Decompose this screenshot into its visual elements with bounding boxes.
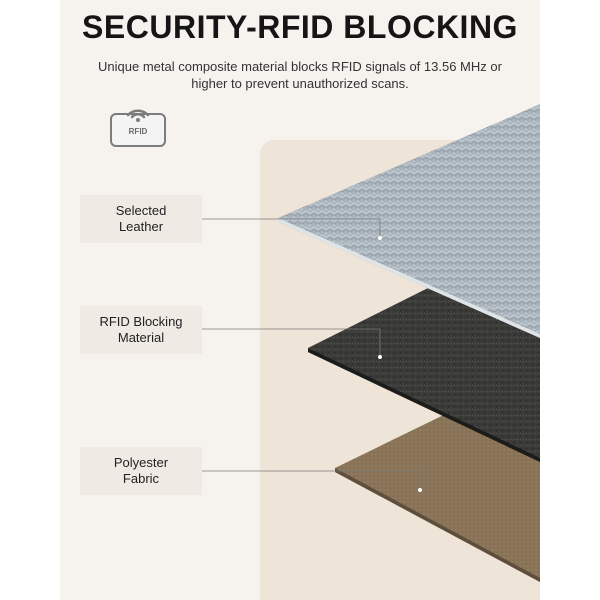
leather-marker-dot xyxy=(378,236,382,240)
page-subtitle: Unique metal composite material blocks R… xyxy=(98,59,502,91)
rfid-marker-dot xyxy=(378,355,382,359)
fabric-layer xyxy=(335,408,540,582)
label-line: RFID Blocking xyxy=(99,314,183,329)
label-line: Selected xyxy=(115,203,167,218)
rfid-badge: RFID xyxy=(108,102,168,150)
label-rfid-blocking-material: RFID Blocking Material xyxy=(80,306,202,354)
label-selected-leather: Selected Leather xyxy=(80,195,202,243)
label-line: Polyester xyxy=(113,455,169,470)
fabric-marker-dot xyxy=(418,488,422,492)
label-line: Fabric xyxy=(122,471,160,486)
page-title: SECURITY-RFID BLOCKING xyxy=(82,9,518,45)
wifi-signal-icon xyxy=(110,109,166,147)
connector-lines xyxy=(202,218,422,492)
label-line: Leather xyxy=(118,219,164,234)
label-line: Material xyxy=(117,330,165,345)
leather-layer xyxy=(278,104,540,338)
rfid-badge-label: RFID xyxy=(128,127,148,136)
label-polyester-fabric: Polyester Fabric xyxy=(80,447,202,495)
